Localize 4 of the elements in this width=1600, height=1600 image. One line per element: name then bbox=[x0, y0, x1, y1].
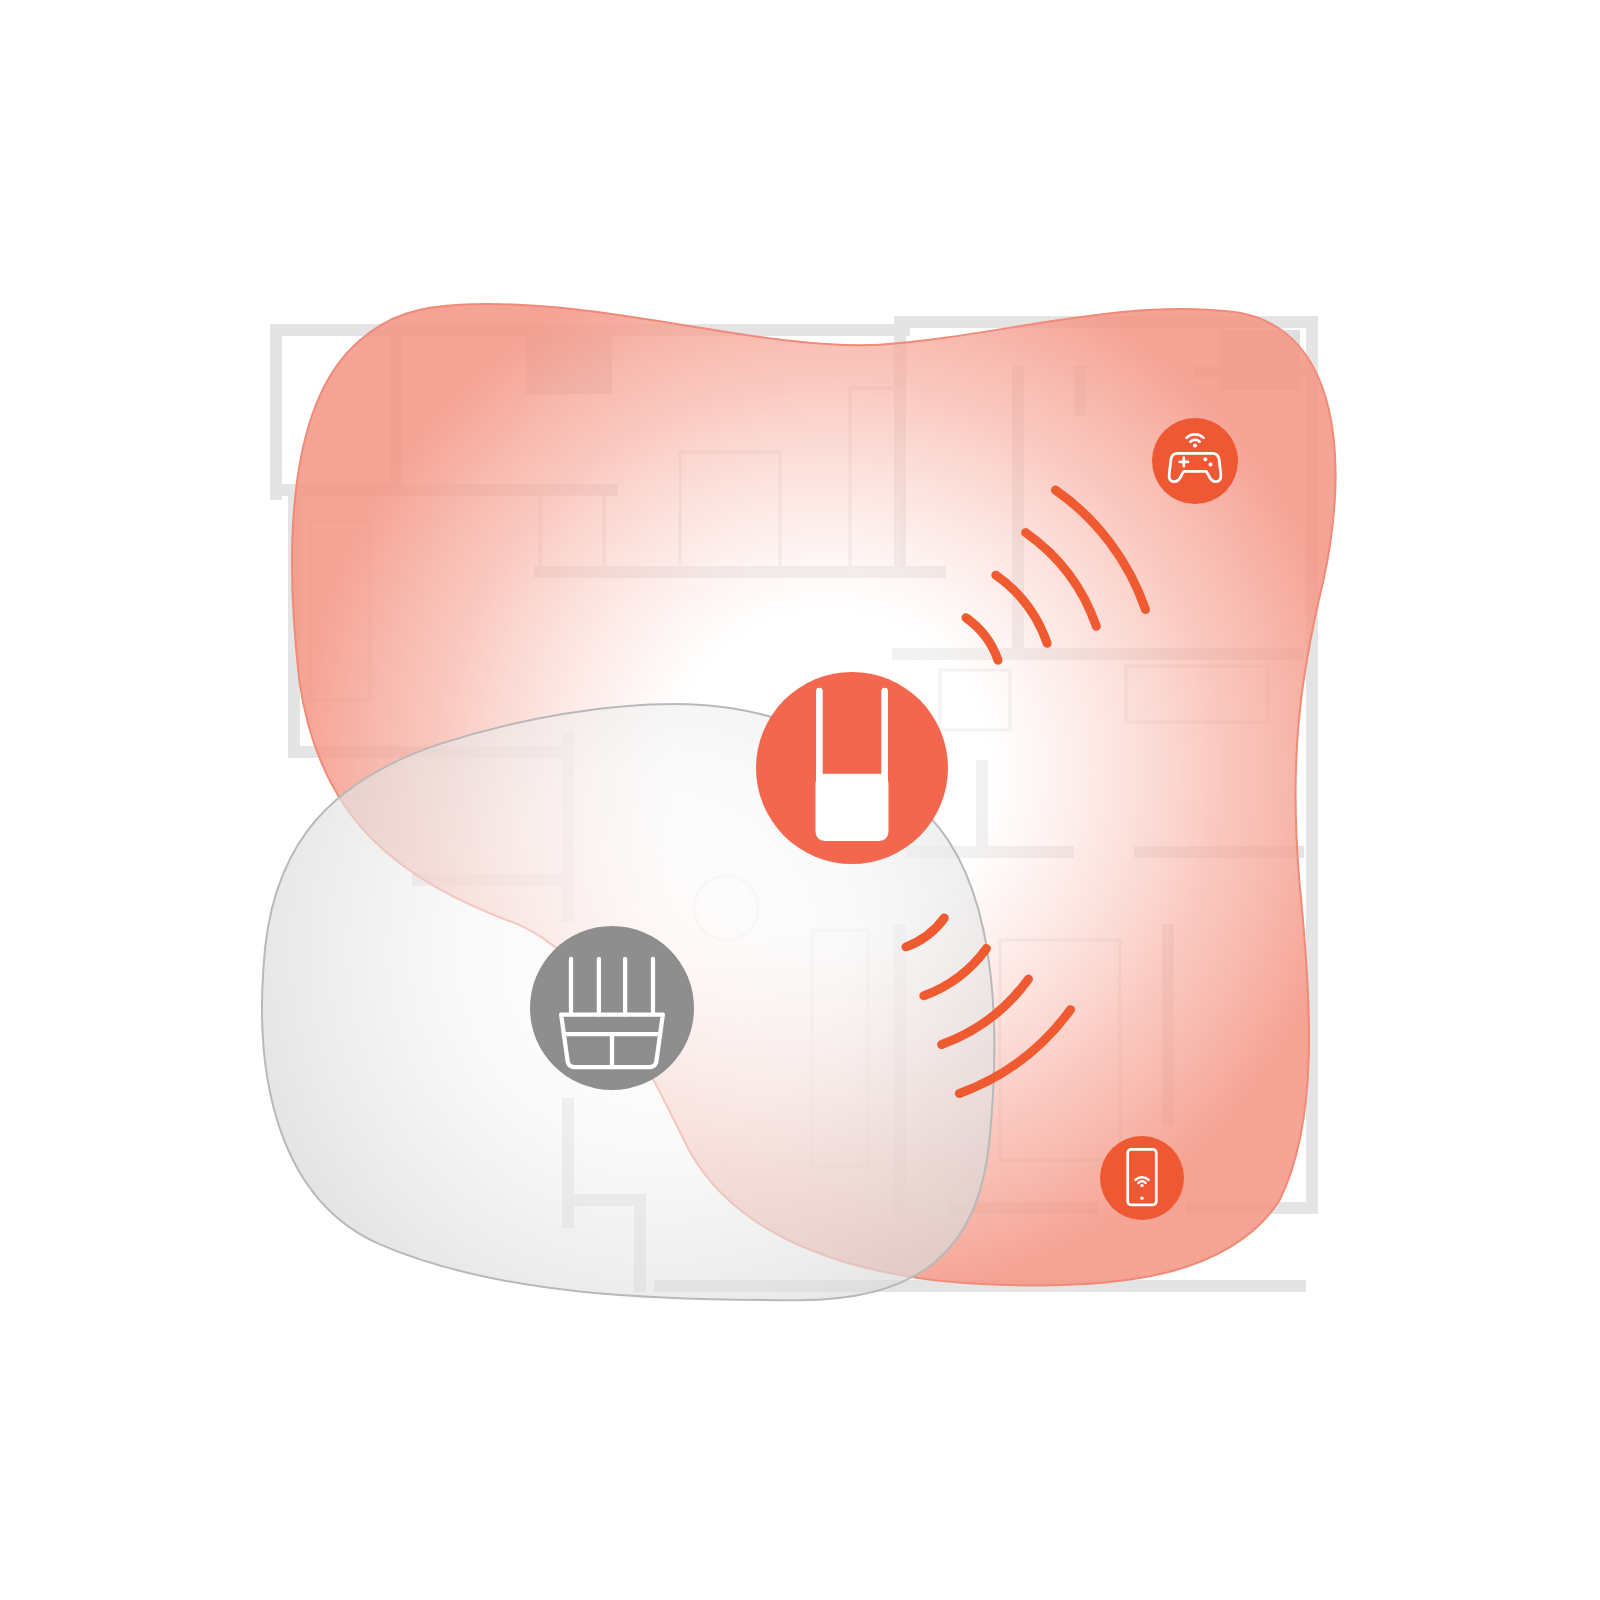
game-controller-icon bbox=[1152, 418, 1239, 505]
router-coverage-area bbox=[260, 701, 997, 1302]
smartphone-icon bbox=[1099, 1135, 1184, 1220]
router-icon bbox=[529, 925, 694, 1090]
